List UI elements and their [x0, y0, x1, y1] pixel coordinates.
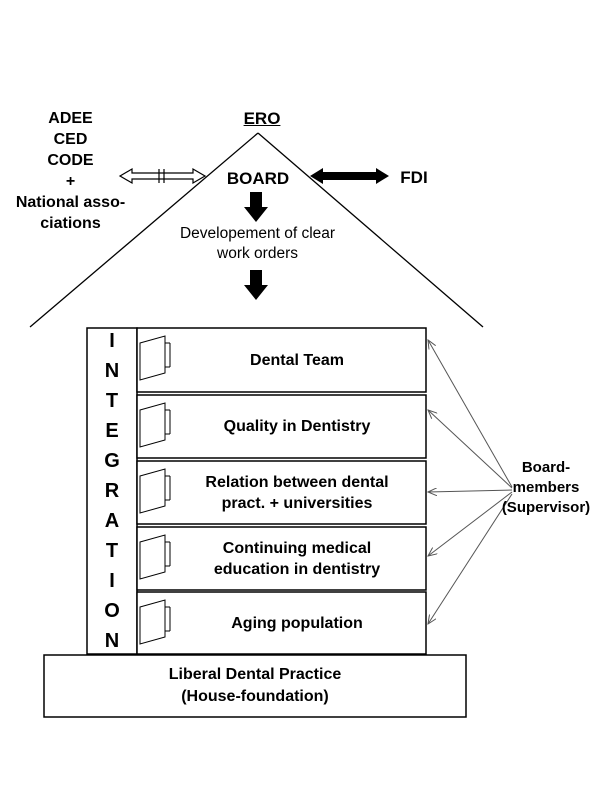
floor-label-line: Dental Team	[250, 351, 344, 369]
fdi-label: FDI	[400, 168, 428, 187]
roof-left-line	[29, 132, 259, 328]
floor-relation: Relation between dental pract. + univers…	[170, 461, 424, 524]
foundation-text: Liberal Dental Practice (House-foundatio…	[169, 664, 342, 708]
floor-label-line: Continuing medical	[222, 539, 372, 557]
floor-aging-population: Aging population	[170, 592, 424, 654]
left-org-line: CODE	[47, 152, 94, 169]
down-arrow-board	[244, 192, 268, 222]
integration-letter: G	[104, 450, 120, 472]
solid-double-arrow	[310, 168, 389, 184]
supervisor-line: (Supervisor)	[501, 499, 591, 516]
floor-label-line: Relation between dental	[205, 473, 389, 491]
left-org-line: +	[65, 173, 76, 190]
door-icons	[139, 335, 171, 645]
board-label: BOARD	[226, 169, 290, 188]
supervisor-arrows	[428, 340, 513, 624]
left-org-line: CED	[53, 131, 88, 148]
integration-letter: I	[109, 570, 115, 592]
supervisor-label: Board- members (Supervisor)	[490, 458, 600, 518]
foundation-line: (House-foundation)	[181, 688, 329, 705]
floor-quality: Quality in Dentistry	[170, 395, 424, 458]
work-orders-text: Developement of clear work orders	[155, 224, 360, 264]
left-org-line: National asso-	[15, 194, 126, 211]
floor-boxes	[136, 327, 427, 655]
roof-right-line	[257, 132, 484, 328]
floor-dental-team: Dental Team	[170, 328, 424, 392]
left-org-line: ADEE	[48, 110, 93, 127]
integration-label: I N T E G R A T I O N	[89, 331, 135, 651]
foundation-box	[43, 654, 467, 718]
integration-letter: A	[104, 510, 120, 532]
floor-label-line: Aging population	[231, 614, 363, 632]
left-organizations: ADEE CED CODE + National asso- ciations	[8, 108, 133, 234]
foundation-line: Liberal Dental Practice	[168, 666, 342, 683]
integration-letter: E	[105, 420, 119, 442]
integration-letter: N	[104, 360, 120, 382]
supervisor-line: members	[512, 479, 580, 496]
integration-letter: R	[104, 480, 120, 502]
ero-label: ERO	[243, 109, 281, 128]
integration-letter: O	[104, 600, 120, 622]
integration-letter: N	[104, 630, 120, 652]
integration-letter: I	[109, 330, 115, 352]
work-orders-line: work orders	[217, 245, 298, 262]
left-org-line: ciations	[40, 215, 101, 232]
supervisor-line: Board-	[521, 459, 571, 476]
integration-letter: T	[105, 390, 119, 412]
foundation-label: Liberal Dental Practice (House-foundatio…	[44, 655, 466, 717]
work-orders-line: Developement of clear	[179, 225, 336, 242]
hollow-double-arrow	[118, 167, 207, 185]
floor-label-line: pract. + universities	[221, 494, 373, 512]
floor-label-line: education in dentistry	[213, 560, 381, 578]
floor-label-line: Quality in Dentistry	[223, 418, 371, 435]
floor-continuing-education: Continuing medical education in dentistr…	[170, 527, 424, 590]
down-arrow-work-orders	[244, 270, 268, 300]
integration-letter: T	[105, 540, 119, 562]
